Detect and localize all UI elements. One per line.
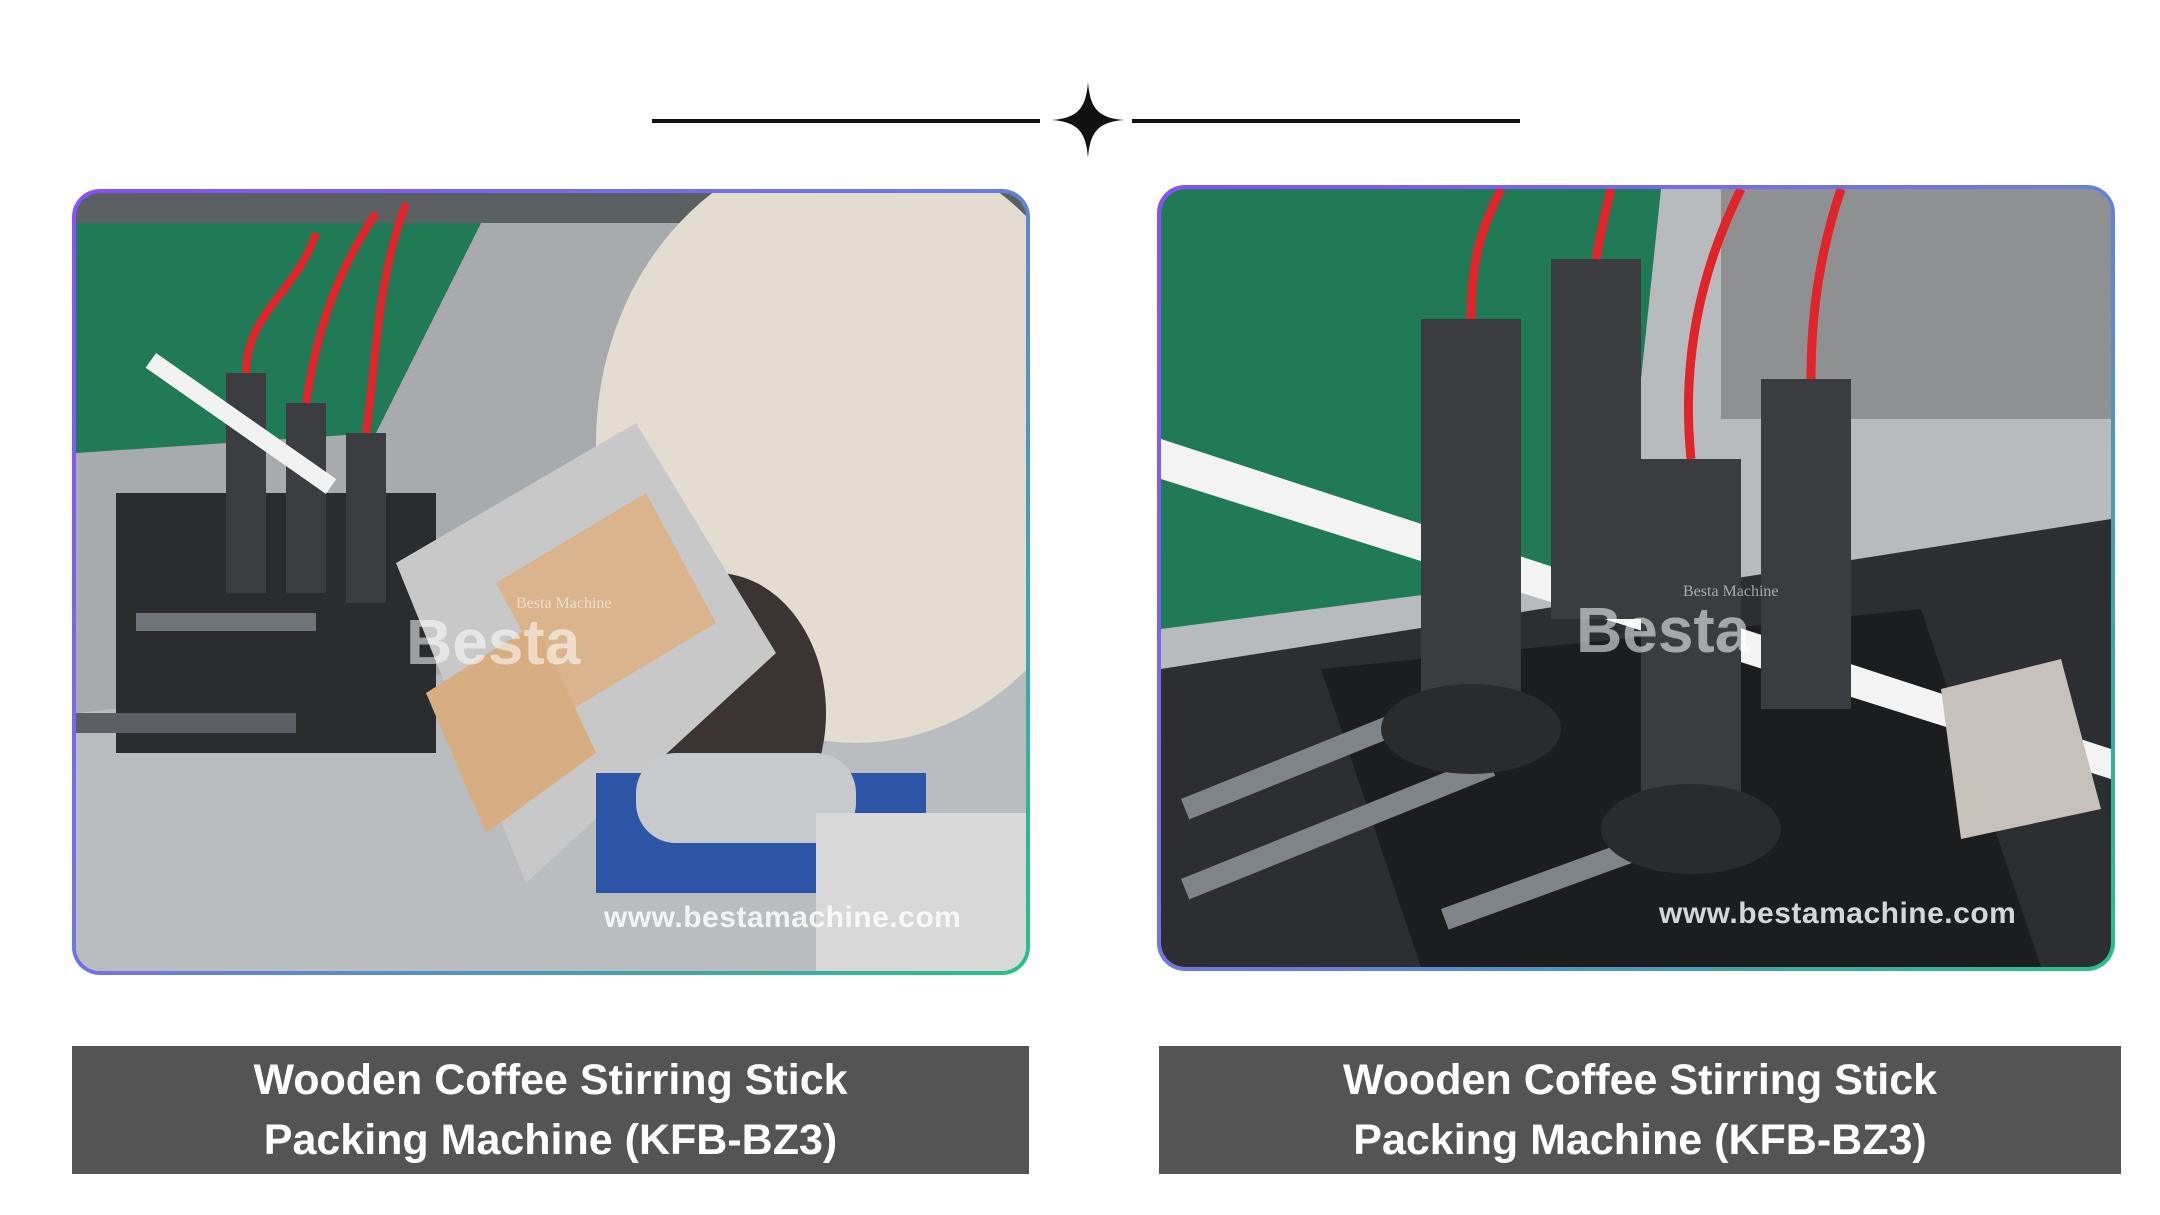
machine-photo: Besta Machine Besta www.bestamachine.com <box>76 193 1026 971</box>
caption-left: Wooden Coffee Stirring Stick Packing Mac… <box>72 1046 1029 1174</box>
four-point-star-icon <box>1052 82 1124 158</box>
header-divider-left <box>652 119 1040 123</box>
product-photo-right: Besta Machine Besta www.bestamachine.com <box>1157 185 2115 971</box>
caption-title-line2: Packing Machine (KFB-BZ3) <box>263 1116 838 1164</box>
header-divider-right <box>1132 119 1520 123</box>
caption-right: Wooden Coffee Stirring Stick Packing Mac… <box>1159 1046 2121 1174</box>
caption-title-line2: Packing Machine (KFB-BZ3) <box>1353 1116 1927 1164</box>
product-photo-left: Besta Machine Besta www.bestamachine.com <box>72 189 1030 975</box>
caption-title-line1: Wooden Coffee Stirring Stick <box>1342 1056 1938 1104</box>
watermark-logo: Besta <box>406 606 581 678</box>
watermark-subtitle: Besta Machine <box>516 595 612 612</box>
watermark-subtitle: Besta Machine <box>1683 583 1779 600</box>
machine-illustration-left <box>76 193 1026 971</box>
watermark-logo: Besta <box>1576 594 1751 666</box>
caption-title-line1: Wooden Coffee Stirring Stick <box>253 1056 848 1104</box>
watermark-url: www.bestamachine.com <box>1659 897 2017 930</box>
machine-photo: Besta Machine Besta www.bestamachine.com <box>1161 189 2111 967</box>
watermark-url: www.bestamachine.com <box>604 901 962 934</box>
machine-illustration-right <box>1161 189 2111 967</box>
